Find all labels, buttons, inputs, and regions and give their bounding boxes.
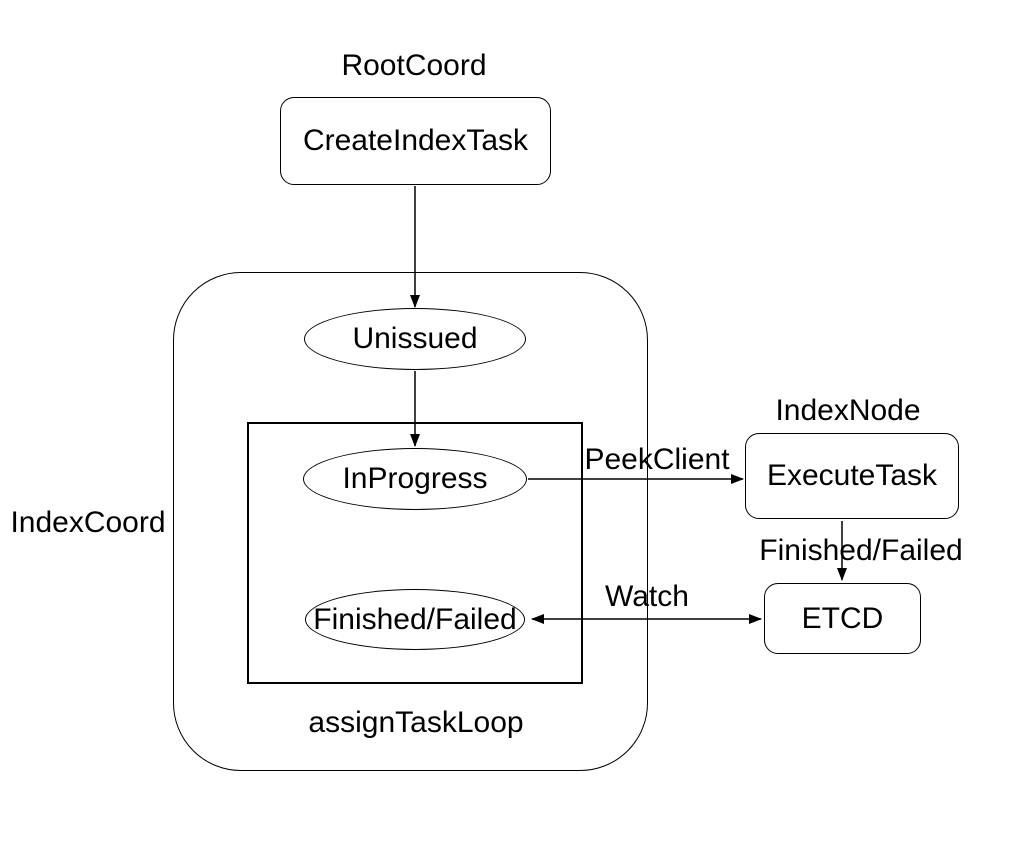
index-node-label: IndexNode (775, 393, 921, 427)
root-coord-label: RootCoord (341, 48, 487, 82)
finished-failed-state-node: Finished/Failed (305, 589, 525, 650)
execute-task-node: ExecuteTask (745, 433, 959, 519)
watch-edge-label: Watch (605, 579, 689, 613)
finished-failed-edge-label: Finished/Failed (759, 533, 963, 567)
in-progress-state-node: InProgress (303, 448, 527, 510)
assign-task-loop-label: assignTaskLoop (308, 705, 524, 739)
peek-client-edge-label: PeekClient (584, 442, 730, 476)
create-index-task-node: CreateIndexTask (280, 97, 551, 185)
etcd-node: ETCD (764, 583, 921, 654)
index-coord-label: IndexCoord (10, 505, 166, 539)
index-coord-container (173, 272, 648, 771)
unissued-state-node: Unissued (304, 308, 526, 370)
